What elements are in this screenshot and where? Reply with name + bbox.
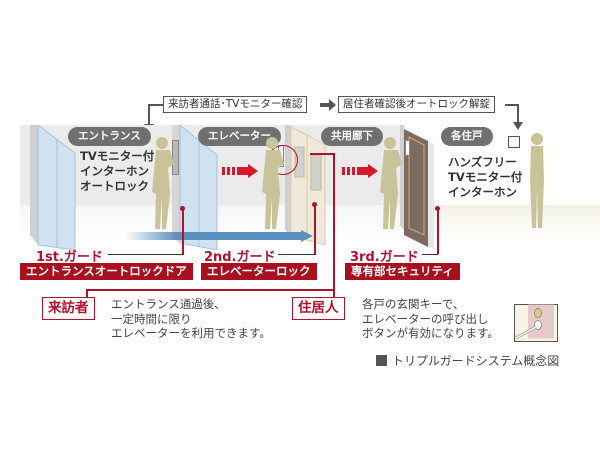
leader-line [333,283,335,297]
visitor-access-bar [125,230,313,242]
flow-connector [517,104,519,124]
flow-connector [148,104,164,106]
unit-intercom-panel [405,140,410,156]
flow-step-unlock: 居住者確認後オートロック解錠 [338,96,495,113]
indoor-monitor-icon [508,136,520,148]
direction-arrow-icon [342,164,378,178]
role-resident: 住居人 [292,297,345,320]
flow-step-visitor-call: 来訪者通話･TVモニター確認 [163,96,308,113]
entrance-description: TVモニター付 インターホン オートロック [80,149,155,193]
role-visitor: 来訪者 [42,297,95,320]
flow-connector [505,104,518,106]
resident-figure [530,133,544,228]
leader-line [437,208,439,254]
visitor-figure-entrance [152,137,174,229]
zone-label-unit: 各住戸 [441,127,493,146]
guard-title-2nd: 2nd.ガード [204,250,276,265]
flow-connector [148,104,150,126]
leader-line [86,289,335,291]
figure-caption: トリプルガードシステム概念図 [376,352,559,369]
entrance-glass-door [30,125,76,250]
resident-note: 各戸の玄関キーで、 エレベーターの呼び出し ボタンが有効になります。 [362,297,499,340]
guard-title-3rd: 3rd.ガード [350,250,419,265]
zone-label-entrance: エントランス [68,127,151,146]
guard-label-3rd: 専有部セキュリティ [345,263,460,280]
visitor-figure-corridor [380,137,402,229]
guard-label-1st: エントランスオートロックドア [20,263,193,280]
guard-label-2nd: エレベーターロック [201,263,317,280]
guard-underline [278,254,316,255]
leader-line [86,289,88,297]
leader-line [310,153,334,155]
leader-line [314,204,316,254]
direction-arrow-icon [222,164,258,178]
visitor-figure-elevator [262,137,284,229]
unit-floor [410,205,600,243]
right-arrow-icon [320,99,336,111]
unit-description: ハンズフリー TVモニター付 インターホン [448,155,523,199]
guard-title-1st: 1st.ガード [36,250,103,265]
leader-line [182,208,184,254]
square-bullet-icon [376,355,387,366]
unit-front-door [400,125,434,249]
arrow-down-icon [513,122,523,130]
guard-underline [108,254,184,255]
zone-label-elevator: エレベーター [198,127,281,146]
leader-line [333,153,335,283]
zone-label-corridor: 共用廊下 [321,127,383,146]
guard-underline [422,254,438,255]
key-elevator-button-icon [514,304,558,342]
entrance-intercom-panel [172,140,179,175]
visitor-note: エントランス通過後、 一定時間に限り エレベーターを利用できます。 [111,297,271,340]
